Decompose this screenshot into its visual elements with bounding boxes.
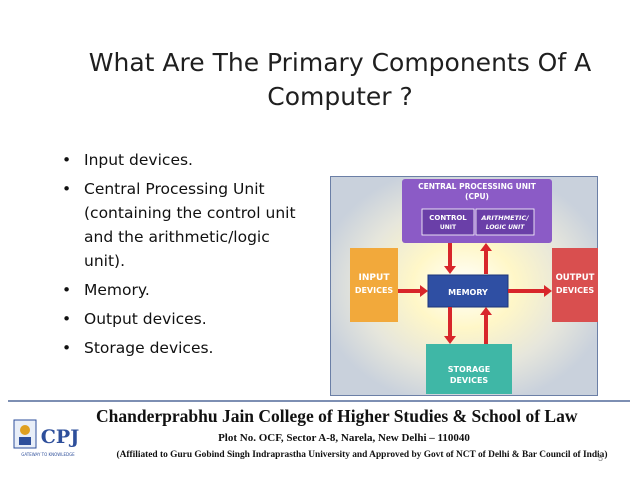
input-devices-block: INPUT DEVICES: [350, 248, 398, 322]
college-affiliation: (Affiliated to Guru Gobind Singh Indrapr…: [116, 450, 608, 460]
college-logo: CPJ GATEWAY TO KNOWLEDGE: [10, 410, 86, 460]
logo-tagline: GATEWAY TO KNOWLEDGE: [21, 452, 75, 457]
bullet-item: Storage devices.: [58, 336, 308, 360]
alu-label-line-2: LOGIC UNIT: [486, 224, 525, 231]
cpu-block: CENTRAL PROCESSING UNIT (CPU) CONTROL UN…: [402, 179, 552, 243]
cpu-label-line-1: CENTRAL PROCESSING UNIT: [418, 182, 537, 191]
page-number: 5: [598, 453, 604, 463]
arrow-memory-to-storage: [444, 307, 456, 344]
bullet-item: Central Processing Unit (containing the …: [58, 177, 308, 273]
input-label-line-2: DEVICES: [355, 286, 394, 295]
control-unit-label-line-2: UNIT: [440, 224, 457, 231]
arrow-input-to-memory: [398, 285, 428, 297]
slide-title-line-2: Computer ?: [267, 82, 413, 111]
input-label-line-1: INPUT: [359, 273, 391, 283]
output-label-line-2: DEVICES: [556, 286, 595, 295]
alu-box: [475, 208, 535, 236]
storage-devices-block: STORAGE DEVICES: [426, 344, 512, 394]
cpu-label-line-2: (CPU): [465, 192, 489, 201]
arrow-storage-to-memory: [480, 307, 492, 344]
slide-title-line-1: What Are The Primary Components Of A: [88, 48, 592, 77]
storage-label-line-1: STORAGE: [448, 365, 490, 374]
bullet-list: Input devices. Central Processing Unit (…: [58, 148, 308, 365]
input-devices-box: [350, 248, 398, 322]
bullet-item: Input devices.: [58, 148, 308, 172]
flow-arrows: [398, 243, 552, 344]
control-unit-box: [421, 208, 475, 236]
arrow-cpu-to-memory: [444, 243, 456, 274]
memory-label: MEMORY: [448, 288, 488, 297]
arrow-memory-to-cpu: [480, 243, 492, 274]
footer-divider: [8, 400, 630, 402]
control-unit-label-line-1: CONTROL: [429, 214, 467, 222]
college-name: Chanderprabhu Jain College of Higher Stu…: [96, 406, 578, 426]
output-devices-box: [552, 248, 598, 322]
bullet-item: Memory.: [58, 278, 308, 302]
footer: [0, 400, 638, 478]
logo-text: CPJ: [41, 426, 79, 448]
college-address: Plot No. OCF, Sector A-8, Narela, New De…: [218, 432, 470, 444]
memory-block: MEMORY: [427, 274, 509, 308]
storage-label-line-2: DEVICES: [450, 376, 489, 385]
arrow-memory-to-output: [508, 285, 552, 297]
alu-label-line-1: ARITHMETIC/: [480, 214, 529, 222]
computer-components-diagram: CENTRAL PROCESSING UNIT (CPU) CONTROL UN…: [330, 176, 598, 396]
slide-title: What Are The Primary Components Of A Com…: [60, 46, 620, 114]
memory-box: [427, 274, 509, 308]
storage-devices-box: [426, 344, 512, 394]
output-label-line-1: OUTPUT: [556, 273, 595, 283]
bullet-item: Output devices.: [58, 307, 308, 331]
output-devices-block: OUTPUT DEVICES: [552, 248, 598, 322]
